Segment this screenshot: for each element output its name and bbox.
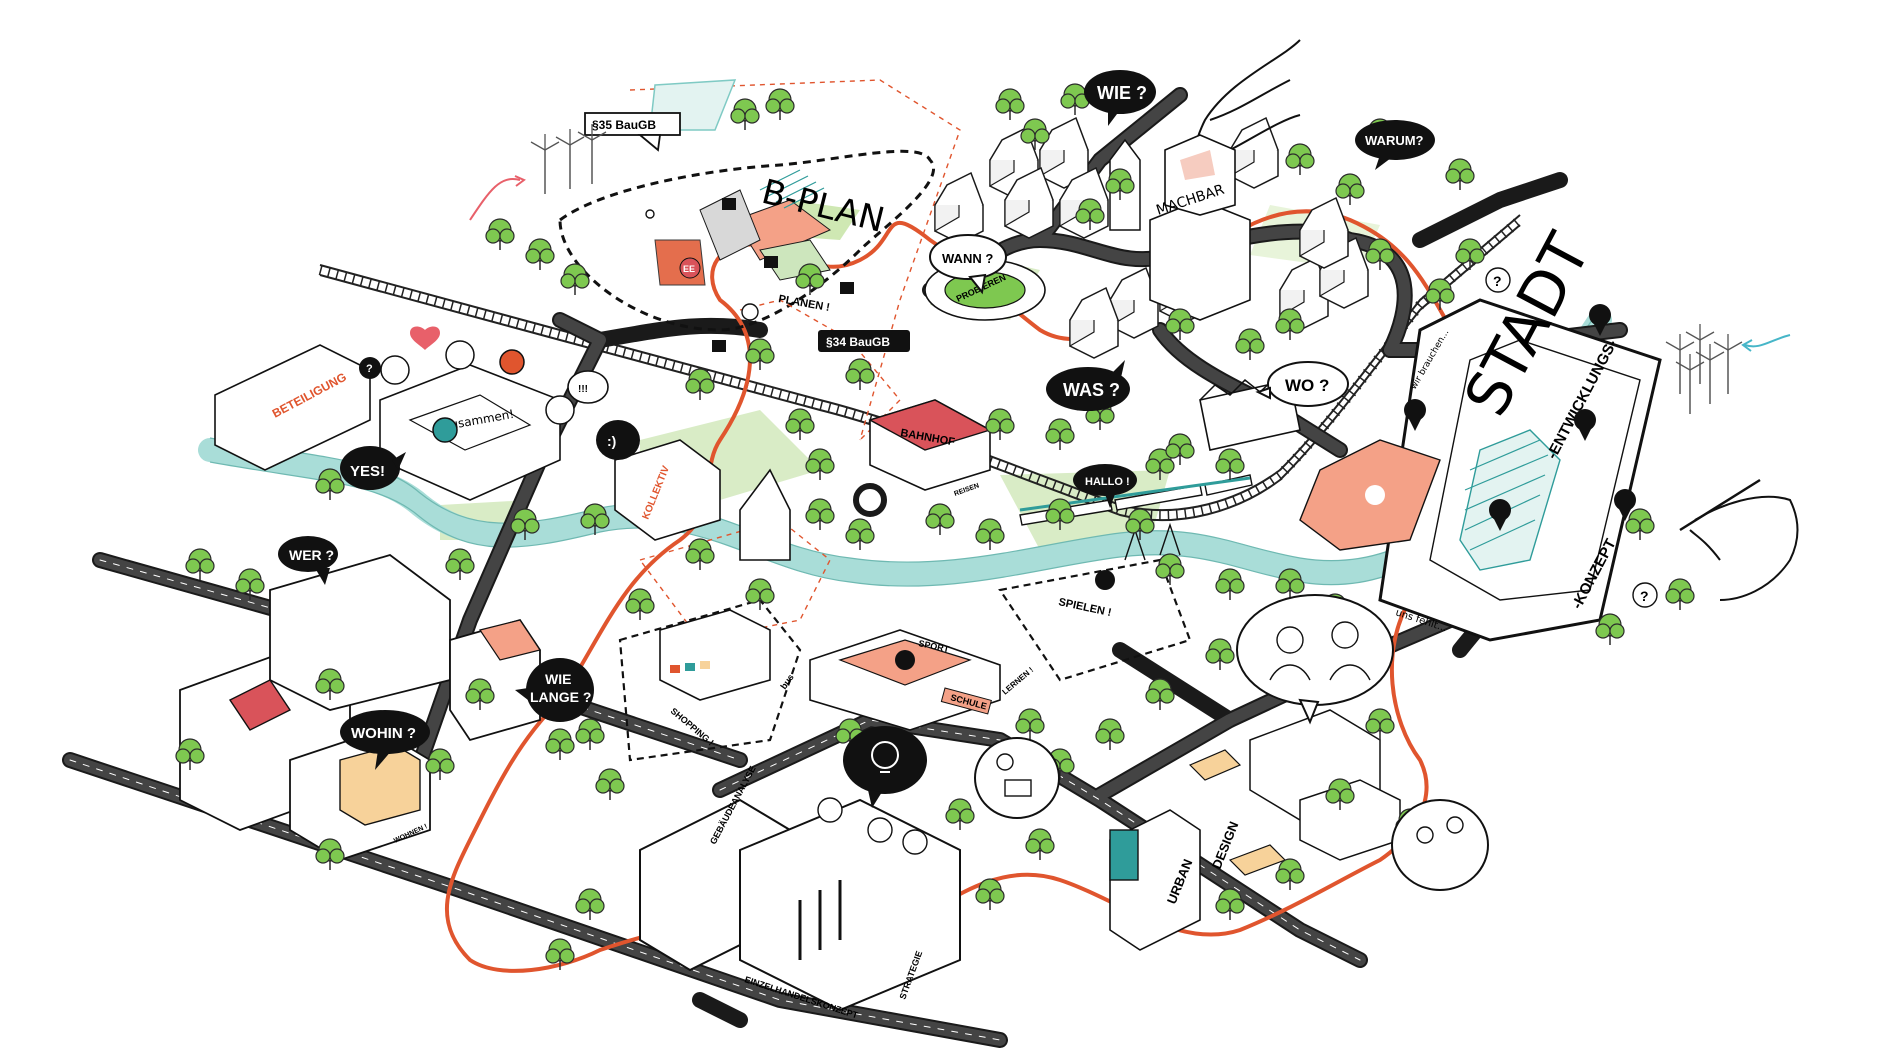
bauGB35-label: §35 BauGB [592,118,656,132]
bubble-wie-lange-line2: LANGE ? [530,689,591,705]
bubble-wohin-text: WOHIN ? [351,725,416,742]
tag-bauGB35: §35 BauGB [584,112,681,152]
bubble-smile: :) [596,420,640,460]
bubble-wie-text: WIE ? [1097,83,1147,103]
bubble-smile-text: :) [607,433,616,449]
bubble-wo-text: WO ? [1285,376,1329,395]
ee-label: EE [683,264,695,274]
bubble-excl-text: !!! [578,384,588,395]
beteiligung-building: BETEILIGUNG [214,344,371,471]
bubble-wer: WER ? [278,536,338,585]
stadtentwicklungskonzept-area: STADT -ENTWICKLUNGS- -KONZEPT uns fehlt.… [1299,223,1791,642]
speech-bubbles: WIE ? WARUM? WANN ? WAS ? WO ? HALLO ! [278,70,1489,891]
bubble-idea [843,726,927,808]
question-marks: ? ? [1485,267,1658,608]
bubble-laptop [974,737,1060,819]
bubble-was-text: WAS ? [1063,380,1120,400]
machbar-tower: MACHBAR [1149,134,1251,321]
bplan-area: EE §35 BauGB B-PLAN PLANEN ! §34 BauGB [469,79,910,352]
town-center: WOHNEN ! [179,554,541,861]
roundabout [853,483,887,517]
bubble-wie-lange: WIE LANGE ? [515,658,594,722]
question-mark-stek: ? [1493,273,1502,289]
kollektiv-area: KOLLEKTIV [614,439,791,561]
hand-right [1689,495,1799,601]
bubble-wann: WANN ? [929,234,1007,295]
bubble-warum-text: WARUM? [1365,133,1424,148]
strategy-building: GEBÄUDEANALYSE EINZELHANDELSKONZEPT STRA… [639,764,961,1021]
question-mark-right: ? [1640,588,1649,604]
teal-kiosk [1109,829,1139,881]
bubble-warum: WARUM? [1355,120,1435,170]
bubble-hallo: HALLO ! [1073,464,1137,508]
river [198,308,1612,587]
bubble-yes: YES! [340,446,406,490]
stek-pins [1404,304,1636,531]
map-pins [645,198,854,352]
tag-bauGB34: §34 BauGB [818,330,910,352]
bubble-q-text: ? [366,363,373,375]
bubble-wo: WO ? [1255,361,1349,407]
bauGB34-label: §34 BauGB [826,335,890,349]
bubble-wie-lange-line1: WIE [545,671,571,687]
bubble-hallo-text: HALLO ! [1085,476,1130,488]
hatched-park [1459,429,1561,571]
bubble-yes-text: YES! [350,463,385,480]
bubble-question-workshop: ? [359,357,381,379]
bubble-kids [1391,799,1489,891]
bubble-wie: WIE ? [1084,70,1156,126]
bubble-excl: !!! [567,370,609,404]
workshop-scene: zusammen! [379,326,575,501]
bubble-wann-text: WANN ? [942,251,993,266]
bubble-was: WAS ? [1046,360,1130,411]
bubble-wohin: WOHIN ? [340,710,430,770]
bubble-wer-text: WER ? [289,547,334,563]
bubble-people-right [1236,594,1394,725]
